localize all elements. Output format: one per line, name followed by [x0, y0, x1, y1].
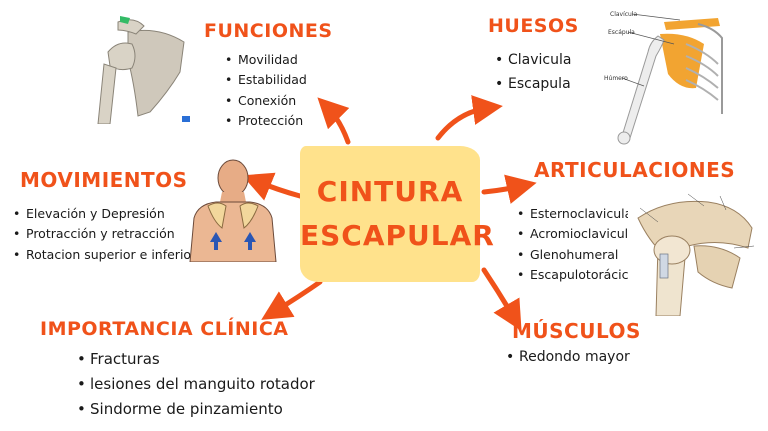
arrow-musculos: [481, 267, 522, 331]
skeleton-label-humero: Húmero: [604, 75, 628, 82]
articulaciones-list: Esternoclavicular Acromioclavicular Glen…: [517, 204, 641, 286]
list-item: Escapulotorácica: [517, 265, 641, 286]
list-item: Protección: [225, 111, 307, 132]
list-item: lesiones del manguito rotador: [77, 372, 315, 397]
center-title-line1: CINTURA: [316, 175, 464, 208]
list-item: Clavicula: [495, 48, 572, 72]
importancia-title: IMPORTANCIA CLÍNICA: [40, 318, 289, 340]
movimientos-list: Elevación y Depresión Protracción y retr…: [13, 204, 196, 266]
shoulder-joint-image: [628, 188, 760, 316]
list-item: Rotacion superior e inferior: [13, 245, 196, 266]
list-item: Escapula: [495, 72, 571, 96]
shoulder-bone-image: [88, 12, 192, 124]
list-item: Redondo mayor: [506, 345, 630, 369]
skeleton-label-clavicula: Clavícula: [610, 11, 638, 18]
back-body-image: [189, 159, 277, 262]
articulaciones-title: ARTICULACIONES: [534, 158, 736, 182]
list-item: Protracción y retracción: [13, 224, 196, 245]
list-item: Esternoclavicular: [517, 204, 641, 225]
list-item: Glenohumeral: [517, 245, 641, 266]
importancia-list: Fracturas lesiones del manguito rotador …: [77, 347, 315, 422]
skeleton-label-escapula: Escápula: [608, 29, 635, 36]
huesos-list: Clavicula Escapula: [495, 48, 572, 96]
arrow-funciones: [317, 97, 351, 145]
arrow-importancia: [261, 279, 323, 320]
arrow-huesos: [435, 95, 503, 141]
center-title-line2: ESCAPULAR: [300, 219, 495, 252]
funciones-list: Movilidad Estabilidad Conexión Protecció…: [225, 50, 307, 132]
arrow-articulaciones: [481, 174, 537, 204]
list-item: Conexión: [225, 91, 307, 112]
huesos-title: HUESOS: [488, 15, 579, 37]
skeleton-image: Clavícula Escápula Húmero: [594, 4, 728, 148]
list-item: Fracturas: [77, 347, 315, 372]
arrow-movimientos: [242, 172, 303, 201]
funciones-title: FUNCIONES: [204, 20, 333, 42]
center-note: [300, 146, 480, 282]
list-item: Movilidad: [225, 50, 307, 71]
movimientos-title: MOVIMIENTOS: [20, 168, 188, 192]
center-title: CINTURA ESCAPULAR: [300, 170, 495, 258]
list-item: Estabilidad: [225, 70, 307, 91]
list-item: Acromioclavicular: [517, 224, 641, 245]
list-item: Elevación y Depresión: [13, 204, 196, 225]
musculos-list: Redondo mayor: [506, 345, 630, 369]
musculos-title: MÚSCULOS: [512, 319, 641, 343]
list-item: Sindorme de pinzamiento: [77, 397, 315, 422]
